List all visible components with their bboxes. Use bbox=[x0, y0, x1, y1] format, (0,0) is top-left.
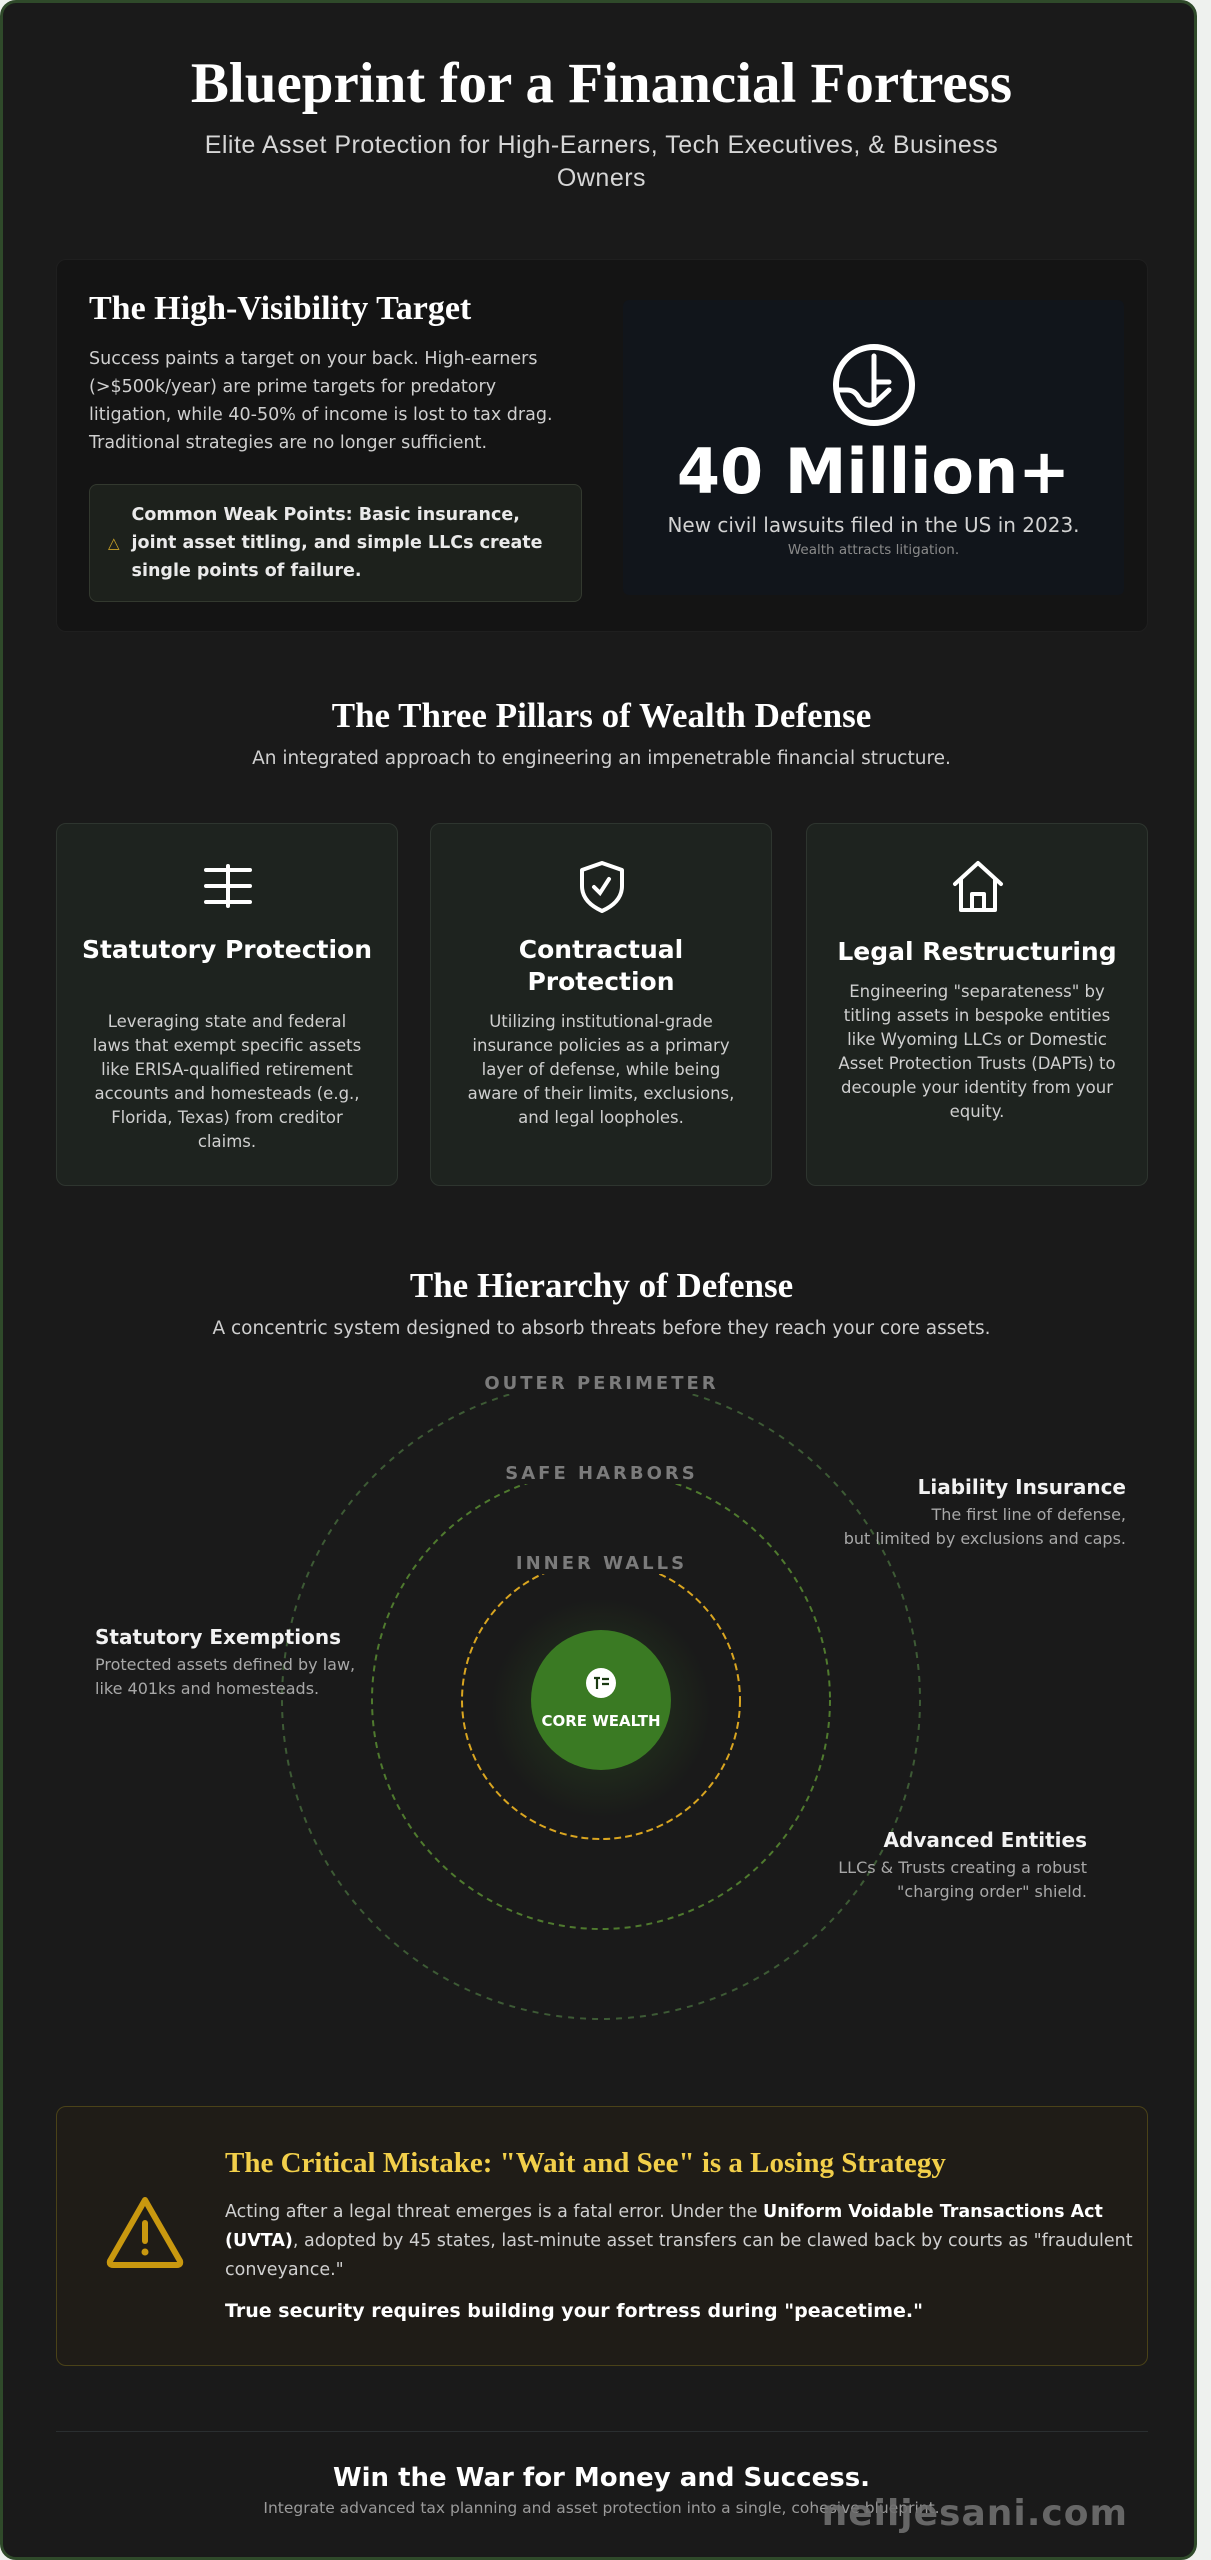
ring-label-middle: SAFE HARBORS bbox=[3, 1463, 1200, 1484]
weak-points-text: Common Weak Points: Basic insurance, joi… bbox=[131, 505, 543, 581]
hero-paragraph: Success paints a target on your back. Hi… bbox=[89, 349, 553, 453]
note-liability-insurance: Liability Insurance The first line of de… bbox=[843, 1475, 1126, 1548]
stat-note: Wealth attracts litigation. bbox=[787, 542, 960, 558]
note-advanced-entities: Advanced Entities LLCs & Trusts creating… bbox=[838, 1828, 1087, 1901]
pillar-card-contractual: Contractual Protection Utilizing institu… bbox=[430, 823, 772, 1186]
critical-mistake-heading: The Critical Mistake: "Wait and See" is … bbox=[225, 2147, 946, 2179]
ring-label-outer: OUTER PERIMETER bbox=[3, 1373, 1200, 1394]
warning-triangle-icon: △ bbox=[108, 534, 120, 552]
weak-points-callout: △ Common Weak Points: Basic insurance, j… bbox=[89, 484, 582, 602]
watermark: neiljesani.com bbox=[821, 2493, 1128, 2534]
shield-check-icon bbox=[580, 861, 624, 913]
footer-subtitle: Integrate advanced tax planning and asse… bbox=[263, 2499, 940, 2517]
pillars-heading: The Three Pillars of Wealth Defense bbox=[331, 696, 872, 735]
critical-mistake-bold-line: True security requires building your for… bbox=[225, 2300, 924, 2322]
divider bbox=[56, 2431, 1148, 2432]
pillar-title: Contractual Protection bbox=[518, 935, 684, 996]
critical-mistake-callout: The Critical Mistake: "Wait and See" is … bbox=[56, 2106, 1148, 2366]
balance-scale-icon bbox=[204, 864, 252, 908]
pillar-text: Leveraging state and federal laws that e… bbox=[92, 1012, 362, 1151]
footer-title: Win the War for Money and Success. bbox=[332, 2463, 871, 2493]
pillar-card-legal: Legal Restructuring Engineering "separat… bbox=[806, 823, 1148, 1186]
pillars-subtitle: An integrated approach to engineering an… bbox=[252, 748, 951, 769]
pillar-title: Legal Restructuring bbox=[837, 937, 1117, 966]
core-wealth-circle bbox=[531, 1630, 671, 1770]
pillar-text: Engineering "separateness" by titling as… bbox=[838, 982, 1116, 1121]
page-subtitle: Elite Asset Protection for High-Earners,… bbox=[204, 131, 999, 192]
ring-label-inner: INNER WALLS bbox=[3, 1553, 1200, 1574]
lawsuit-down-arrow-icon bbox=[833, 344, 915, 426]
pillar-title: Statutory Protection bbox=[81, 935, 373, 964]
house-icon bbox=[953, 861, 1003, 912]
hierarchy-subtitle: A concentric system designed to absorb t… bbox=[212, 1318, 991, 1339]
pillar-card-statutory: Statutory Protection Leveraging state an… bbox=[56, 823, 398, 1186]
defense-rings-diagram: CORE WEALTH bbox=[281, 1380, 921, 2020]
pillar-text: Utilizing institutional-grade insurance … bbox=[467, 1012, 735, 1127]
hero-card: The High-Visibility Target Success paint… bbox=[56, 259, 1148, 632]
hero-heading: The High-Visibility Target bbox=[89, 290, 472, 327]
stat-label: New civil lawsuits filed in the US in 20… bbox=[667, 513, 1080, 537]
critical-mistake-paragraph: Acting after a legal threat emerges is a… bbox=[225, 2202, 1133, 2280]
stat-panel: 40 Million+ New civil lawsuits filed in … bbox=[623, 300, 1124, 595]
stat-value: 40 Million+ bbox=[676, 435, 1071, 508]
core-wealth-label: CORE WEALTH bbox=[541, 1712, 660, 1730]
page-title: Blueprint for a Financial Fortress bbox=[190, 52, 1013, 115]
warning-triangle-icon bbox=[106, 2197, 184, 2268]
hierarchy-heading: The Hierarchy of Defense bbox=[409, 1266, 794, 1305]
core-wealth-icon bbox=[586, 1668, 616, 1698]
note-statutory-exemptions: Statutory Exemptions Protected assets de… bbox=[95, 1625, 356, 1698]
